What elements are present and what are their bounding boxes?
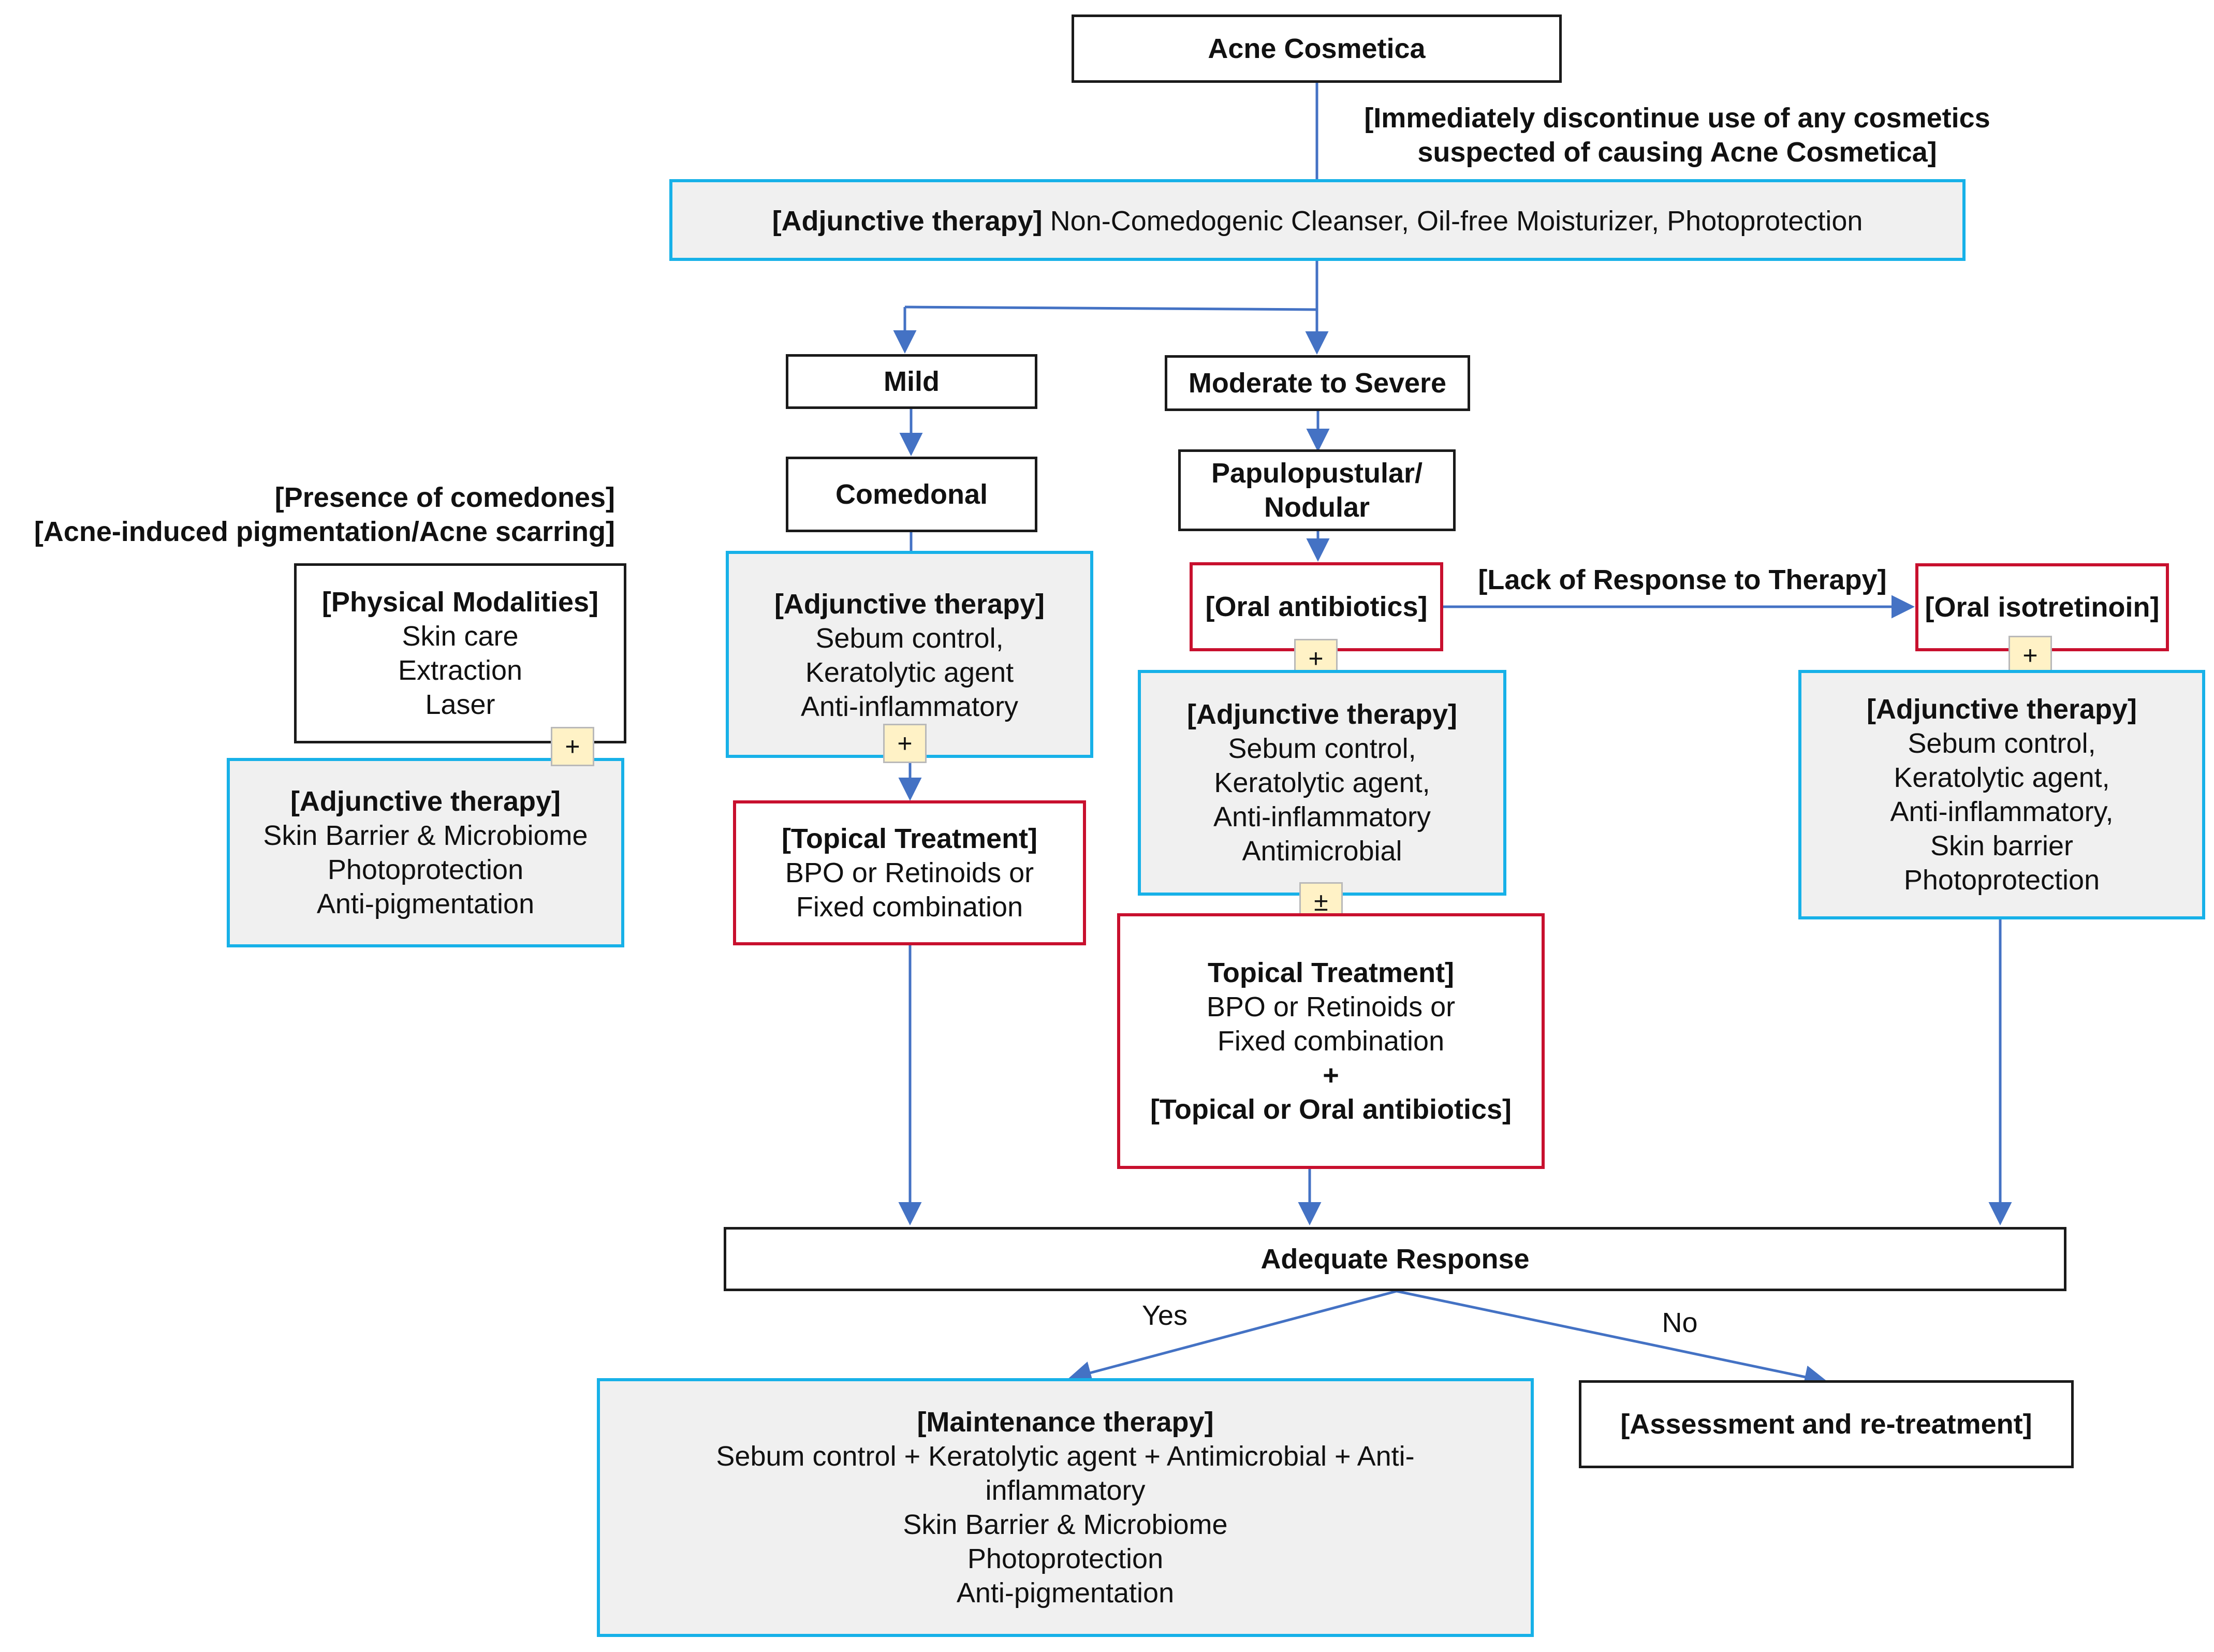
- isotretinoin-adjunctive-line: Anti-inflammatory,: [1890, 796, 2114, 827]
- physical-modalities-line: Extraction: [398, 655, 523, 686]
- moderate-topical-line-1: BPO or Retinoids or: [1206, 991, 1456, 1022]
- mild-topical-treatment-box: [Topical Treatment] BPO or Retinoids or …: [733, 800, 1086, 945]
- no-label: No: [1662, 1307, 1698, 1338]
- left-conditions: [Presence of comedones] [Acne-induced pi…: [10, 480, 615, 549]
- mild-adjunctive-line: Anti-inflammatory: [800, 691, 1019, 722]
- discontinue-line-1: [Immediately discontinue use of any cosm…: [1364, 103, 1990, 134]
- comedonal-box: Comedonal: [786, 457, 1037, 532]
- moderate-severe-box: Moderate to Severe: [1165, 355, 1470, 411]
- moderate-topical-title: Topical Treatment]: [1207, 957, 1455, 988]
- isotretinoin-adjunctive-title: [Adjunctive therapy]: [1866, 694, 2137, 725]
- isotretinoin-adjunctive-line: Keratolytic agent,: [1894, 762, 2110, 793]
- mild-topical-line: BPO or Retinoids or: [785, 857, 1034, 888]
- oral-isotretinoin-label: [Oral isotretinoin]: [1925, 592, 2160, 623]
- maintenance-line: inflammatory: [985, 1475, 1146, 1506]
- adjunctive-therapy-top-box: [Adjunctive therapy] Non-Comedogenic Cle…: [669, 179, 1966, 261]
- discontinue-note: [Immediately discontinue use of any cosm…: [1346, 101, 2008, 169]
- mild-topical-line: Fixed combination: [796, 891, 1023, 923]
- maintenance-line: Skin Barrier & Microbiome: [903, 1509, 1228, 1540]
- isotretinoin-adjunctive-line: Sebum control,: [1908, 728, 2096, 759]
- maintenance-therapy-box: [Maintenance therapy] Sebum control + Ke…: [597, 1378, 1534, 1637]
- condition-pigmentation-scarring: [Acne-induced pigmentation/Acne scarring…: [34, 516, 615, 547]
- left-adjunctive-box: [Adjunctive therapy] Skin Barrier & Micr…: [227, 758, 624, 947]
- moderate-adjunctive-title: [Adjunctive therapy]: [1186, 699, 1458, 730]
- adjunctive-top-text: Non-Comedogenic Cleanser, Oil-free Moist…: [1050, 206, 1863, 237]
- isotretinoin-adjunctive-line: Skin barrier: [1930, 830, 2074, 861]
- mild-adjunctive-line: Sebum control,: [815, 623, 1004, 654]
- adequate-response-box: Adequate Response: [724, 1227, 2066, 1291]
- mild-label: Mild: [884, 366, 940, 397]
- adjunctive-top-tag: [Adjunctive therapy]: [772, 206, 1043, 237]
- moderate-severe-label: Moderate to Severe: [1188, 368, 1447, 399]
- acne-cosmetica-box: Acne Cosmetica: [1072, 14, 1562, 83]
- physical-modalities-line: Laser: [425, 689, 495, 720]
- lack-of-response-label: [Lack of Response to Therapy]: [1478, 564, 1887, 595]
- mild-box: Mild: [786, 354, 1037, 409]
- moderate-adjunctive-line: Antimicrobial: [1242, 836, 1402, 867]
- moderate-topical-treatment-box: Topical Treatment] BPO or Retinoids or F…: [1117, 913, 1545, 1169]
- isotretinoin-adjunctive-box: [Adjunctive therapy] Sebum control, Kera…: [1798, 670, 2205, 919]
- moderate-plus-minus-connector: ±: [1299, 882, 1343, 922]
- papulopustular-line-2: Nodular: [1264, 492, 1370, 523]
- assessment-retreatment-box: [Assessment and re-treatment]: [1579, 1380, 2074, 1468]
- moderate-adjunctive-line: Sebum control,: [1228, 733, 1416, 764]
- physical-modalities-box: [Physical Modalities] Skin care Extracti…: [294, 563, 626, 743]
- edge-response-no: [1396, 1290, 1828, 1388]
- moderate-adjunctive-line: Anti-inflammatory: [1213, 801, 1431, 832]
- isotretinoin-plus-connector: +: [2008, 636, 2052, 675]
- yes-label: Yes: [1141, 1300, 1188, 1331]
- mild-topical-title: [Topical Treatment]: [781, 823, 1038, 854]
- papulopustular-line-1: Papulopustular/: [1211, 458, 1423, 489]
- left-plus-connector: +: [551, 727, 594, 766]
- mild-adjunctive-box: [Adjunctive therapy] Sebum control, Kera…: [726, 551, 1093, 758]
- edge-response-yes: [1068, 1290, 1397, 1384]
- physical-modalities-title: [Physical Modalities]: [321, 587, 599, 618]
- physical-modalities-line: Skin care: [402, 621, 519, 652]
- adequate-response-label: Adequate Response: [1260, 1244, 1530, 1275]
- maintenance-line: Anti-pigmentation: [956, 1577, 1175, 1609]
- mild-adjunctive-line: Keratolytic agent: [805, 657, 1014, 688]
- papulopustular-nodular-box: Papulopustular/ Nodular: [1178, 449, 1456, 531]
- left-adjunctive-line: Skin Barrier & Microbiome: [263, 820, 588, 851]
- moderate-topical-line-3: [Topical or Oral antibiotics]: [1150, 1094, 1512, 1125]
- maintenance-line: Sebum control + Keratolytic agent + Anti…: [716, 1441, 1415, 1472]
- assessment-retreatment-label: [Assessment and re-treatment]: [1620, 1409, 2032, 1440]
- discontinue-line-2: suspected of causing Acne Cosmetica]: [1417, 137, 1937, 168]
- maintenance-line: Photoprotection: [967, 1543, 1164, 1574]
- oral-isotretinoin-box: [Oral isotretinoin]: [1915, 563, 2169, 651]
- acne-cosmetica-title: Acne Cosmetica: [1208, 33, 1426, 64]
- oral-antibiotics-label: [Oral antibiotics]: [1205, 591, 1428, 622]
- maintenance-title: [Maintenance therapy]: [917, 1407, 1214, 1438]
- mild-plus-connector: +: [883, 724, 927, 763]
- moderate-adjunctive-box: [Adjunctive therapy] Sebum control, Kera…: [1138, 670, 1506, 896]
- left-adjunctive-line: Photoprotection: [327, 854, 524, 885]
- left-adjunctive-title: [Adjunctive therapy]: [290, 786, 561, 817]
- moderate-topical-plus: +: [1323, 1060, 1339, 1091]
- condition-comedones: [Presence of comedones]: [274, 482, 615, 513]
- left-adjunctive-line: Anti-pigmentation: [316, 888, 535, 919]
- moderate-adjunctive-line: Keratolytic agent,: [1214, 767, 1430, 798]
- edge-branch-horizontal: [904, 305, 1317, 311]
- comedonal-label: Comedonal: [835, 479, 988, 510]
- mild-adjunctive-title: [Adjunctive therapy]: [774, 589, 1045, 620]
- moderate-topical-line-2: Fixed combination: [1217, 1026, 1445, 1057]
- isotretinoin-adjunctive-line: Photoprotection: [1903, 865, 2100, 896]
- oral-antibiotics-box: [Oral antibiotics]: [1190, 562, 1443, 651]
